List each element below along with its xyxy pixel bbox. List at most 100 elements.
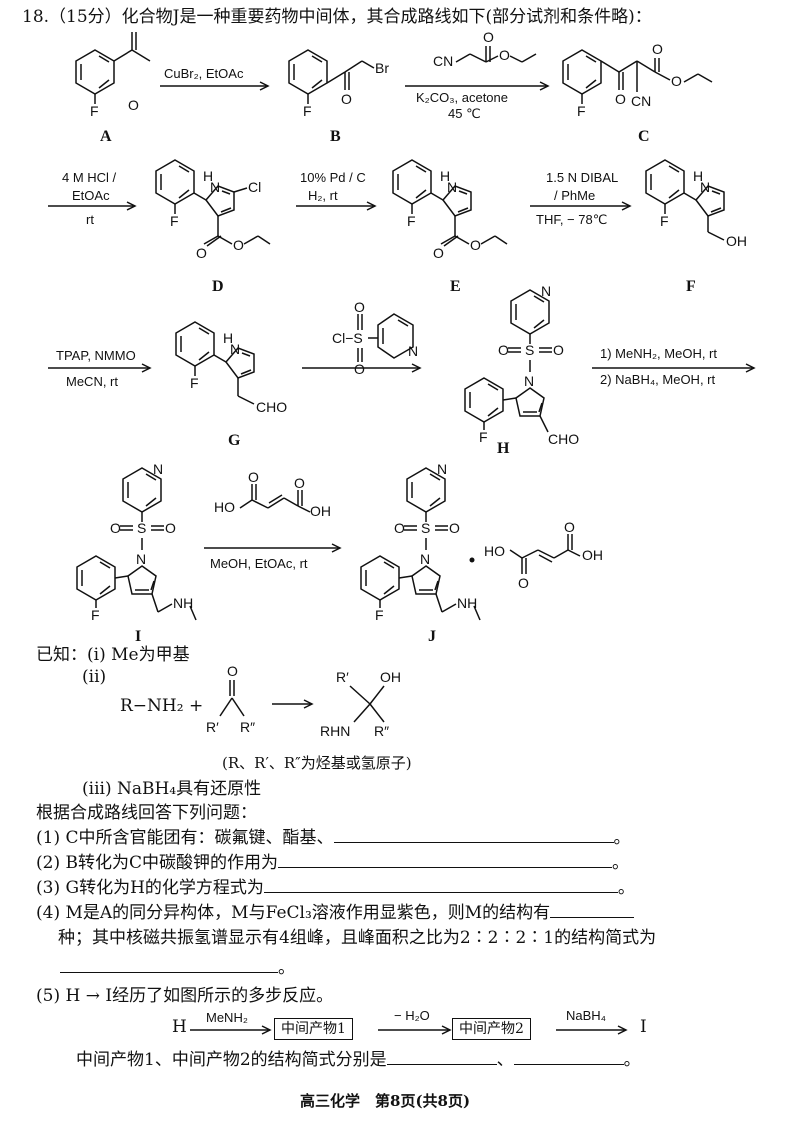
atom-f: F — [479, 429, 488, 445]
scheme5-reagent2: − H₂O — [394, 1008, 430, 1023]
atom-o: O — [671, 73, 682, 89]
atom-s: S — [137, 520, 146, 536]
scheme5-arrows — [190, 1025, 628, 1035]
atom-f: F — [375, 607, 384, 623]
atom-o: O — [615, 91, 626, 107]
compound-label-i: I — [135, 628, 142, 645]
known-iii: (iii) NaBH₄具有还原性 — [82, 779, 262, 799]
cond-c-d-1: 4 M HCl / — [62, 170, 117, 185]
atom-n: N — [153, 461, 163, 477]
atom-o: O — [227, 663, 238, 679]
atom-n: N — [437, 461, 447, 477]
answer-blank-q4-structure[interactable] — [60, 956, 278, 973]
atom-o: O — [518, 575, 529, 591]
atom-o: O — [449, 520, 460, 536]
scheme5-start: H — [172, 1017, 187, 1037]
compound-label-j: J — [428, 628, 436, 645]
atom-cho: CHO — [548, 431, 579, 447]
atom-o: O — [341, 91, 352, 107]
cond-b-c-temp: 45 ℃ — [448, 106, 481, 121]
atom-o: O — [433, 245, 444, 261]
r-double-prime: R″ — [240, 719, 255, 735]
atom-o: O — [196, 245, 207, 261]
atom-n: N — [408, 343, 418, 359]
atom-f: F — [170, 213, 179, 229]
atom-nh: H — [203, 168, 213, 184]
question-header: 18.（15分）化合物J是一种重要药物中间体，其合成路线如下(部分试剂和条件略)… — [22, 7, 652, 27]
answer-blank-q5-1[interactable] — [386, 1048, 497, 1065]
compound-label-d: D — [212, 278, 224, 295]
atom-o: O — [498, 342, 509, 358]
atom-o: O — [394, 520, 405, 536]
answer-blank-q3[interactable] — [263, 876, 618, 893]
atom-o: O — [553, 342, 564, 358]
r-double-prime: R″ — [374, 723, 389, 739]
intermediate-1-box: 中间产物1 — [274, 1018, 353, 1040]
scheme5-reagent1: MeNH₂ — [206, 1010, 248, 1025]
atom-n: N — [524, 373, 534, 389]
intermediate-2-box: 中间产物2 — [452, 1018, 531, 1040]
atom-o: O — [110, 520, 121, 536]
atom-o: O — [354, 361, 365, 377]
cond-e-f-1: 1.5 N DIBAL — [546, 170, 619, 185]
atom-f: F — [303, 103, 312, 119]
q5b: 中间产物1、中间产物2的结构简式分别是、。 — [76, 1048, 641, 1070]
cond-f-g-2: MeCN, rt — [66, 374, 118, 389]
atom-cn: CN — [433, 53, 453, 69]
q4a: (4) M是A的同分异构体，M与FeCl₃溶液作用显紫色，则M的结构有 — [36, 901, 635, 924]
q5: (5) H → I经历了如图所示的多步反应。 — [36, 986, 334, 1006]
atom-ho: HO — [484, 543, 505, 559]
compound-label-f: F — [686, 278, 696, 295]
r-prime: R′ — [206, 719, 219, 735]
atom-nh: H — [223, 330, 233, 346]
answer-blank-q5-2[interactable] — [513, 1048, 624, 1065]
answer-blank-q1[interactable] — [333, 826, 614, 843]
synthesis-scheme: F O F O Br CN O O F O O O CN — [48, 29, 756, 623]
atom-o: O — [470, 237, 481, 253]
atom-nh: H — [440, 168, 450, 184]
atom-oh: OH — [582, 547, 603, 563]
known-ii: (ii) — [82, 667, 107, 687]
atom-br: Br — [375, 60, 389, 76]
atom-n: N — [420, 551, 430, 567]
atom-n: N — [210, 179, 220, 195]
cond-a-b: CuBr₂, EtOAc — [164, 66, 244, 81]
known-rnh2: R−NH₂ + — [120, 696, 204, 716]
atom-nh: NH — [457, 595, 477, 611]
atom-s: S — [525, 342, 534, 358]
atom-cls: Cl−S — [332, 330, 363, 346]
q2: (2) B转化为C中碳酸钾的作用为。 — [36, 851, 629, 873]
compound-label-b: B — [330, 128, 341, 145]
q1: (1) C中所含官能团有：碳氟键、酯基、。 — [36, 826, 631, 848]
known-title: 已知：(i) Me为甲基 — [36, 645, 190, 665]
cond-e-f-3: THF, − 78℃ — [536, 212, 608, 227]
atom-n: N — [541, 283, 551, 299]
scheme5-reagent3: NaBH₄ — [566, 1008, 606, 1023]
answer-blank-q2[interactable] — [277, 851, 612, 868]
atom-n: N — [447, 179, 457, 195]
atom-oh: OH — [726, 233, 747, 249]
known-reaction: O R′ R″ R′ OH RHN R″ — [206, 663, 401, 739]
compound-label-h: H — [497, 440, 510, 457]
compound-label-g: G — [228, 432, 241, 449]
atom-oh: OH — [380, 669, 401, 685]
cond-e-f-2: / PhMe — [554, 188, 596, 203]
cond-d-e-1: 10% Pd / C — [300, 170, 366, 185]
atom-n: N — [136, 551, 146, 567]
atom-f: F — [660, 213, 669, 229]
compound-label-e: E — [450, 278, 461, 295]
q4b: 种；其中核磁共振氢谱显示有4组峰，且峰面积之比为2∶2∶2∶1的结构简式为 — [58, 928, 657, 948]
atom-f: F — [190, 375, 199, 391]
r-prime: R′ — [336, 669, 349, 685]
q3: (3) G转化为H的化学方程式为。 — [36, 876, 635, 898]
atom-cn: CN — [631, 93, 651, 109]
cond-i-j-1: MeOH, EtOAc, rt — [210, 556, 308, 571]
atom-f: F — [407, 213, 416, 229]
compound-label-c: C — [638, 128, 650, 145]
atom-cho: CHO — [256, 399, 287, 415]
prompt: 根据合成路线回答下列问题： — [36, 803, 257, 823]
salt-dot — [469, 557, 475, 563]
answer-blank-q4-count[interactable] — [550, 901, 635, 918]
atom-o: O — [354, 299, 365, 315]
cond-d-e-2: H₂, rt — [308, 188, 338, 203]
